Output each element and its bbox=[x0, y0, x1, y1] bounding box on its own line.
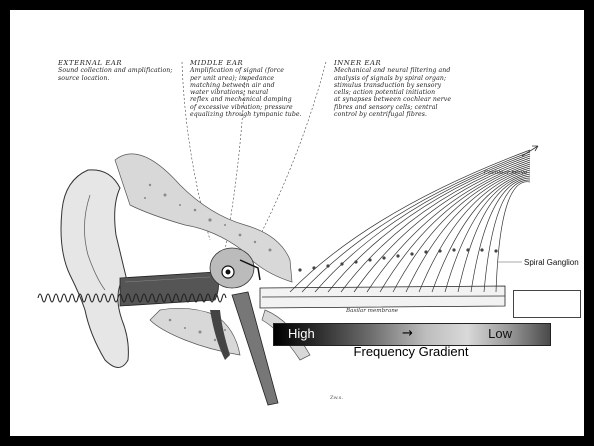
external-ear-description: Sound collection and amplification; sour… bbox=[58, 67, 178, 82]
spiral-ganglion-label: Spiral Ganglion bbox=[524, 258, 579, 267]
illustrator-signature: Zw.s. bbox=[330, 395, 343, 401]
inner-ear-label: INNER EAR Mechanical and neural filterin… bbox=[334, 60, 474, 118]
cochlear-nerve-label: Cochlear nerve bbox=[484, 170, 527, 176]
cochlear-duct bbox=[260, 286, 505, 308]
gradient-low-label: Low bbox=[488, 326, 512, 341]
slide: EXTERNAL EAR Sound collection and amplif… bbox=[10, 10, 584, 436]
ear-canal bbox=[120, 272, 219, 306]
cochlear-nerve-arrow bbox=[522, 146, 538, 156]
basilar-membrane-label: Basilar membrane bbox=[346, 308, 398, 314]
middle-ear-label: MIDDLE EAR Amplification of signal (forc… bbox=[190, 60, 315, 118]
gradient-arrow-icon: → bbox=[402, 326, 413, 341]
ganglion-cells bbox=[298, 248, 497, 271]
frequency-gradient-bar: High → Low bbox=[273, 323, 551, 346]
blank-label-box bbox=[513, 290, 581, 318]
inner-ear-description: Mechanical and neural filtering and anal… bbox=[334, 67, 474, 118]
middle-ear-description: Amplification of signal (force per unit … bbox=[190, 67, 315, 118]
pinna bbox=[61, 170, 128, 368]
eustachian-tube bbox=[232, 292, 278, 405]
frequency-gradient-caption: Frequency Gradient bbox=[273, 344, 549, 359]
external-ear-label: EXTERNAL EAR Sound collection and amplif… bbox=[58, 60, 178, 82]
middle-ear-title: MIDDLE EAR bbox=[190, 60, 315, 67]
inner-ear-title: INNER EAR bbox=[334, 60, 474, 67]
external-ear-title: EXTERNAL EAR bbox=[58, 60, 178, 67]
gradient-high-label: High bbox=[288, 326, 315, 341]
